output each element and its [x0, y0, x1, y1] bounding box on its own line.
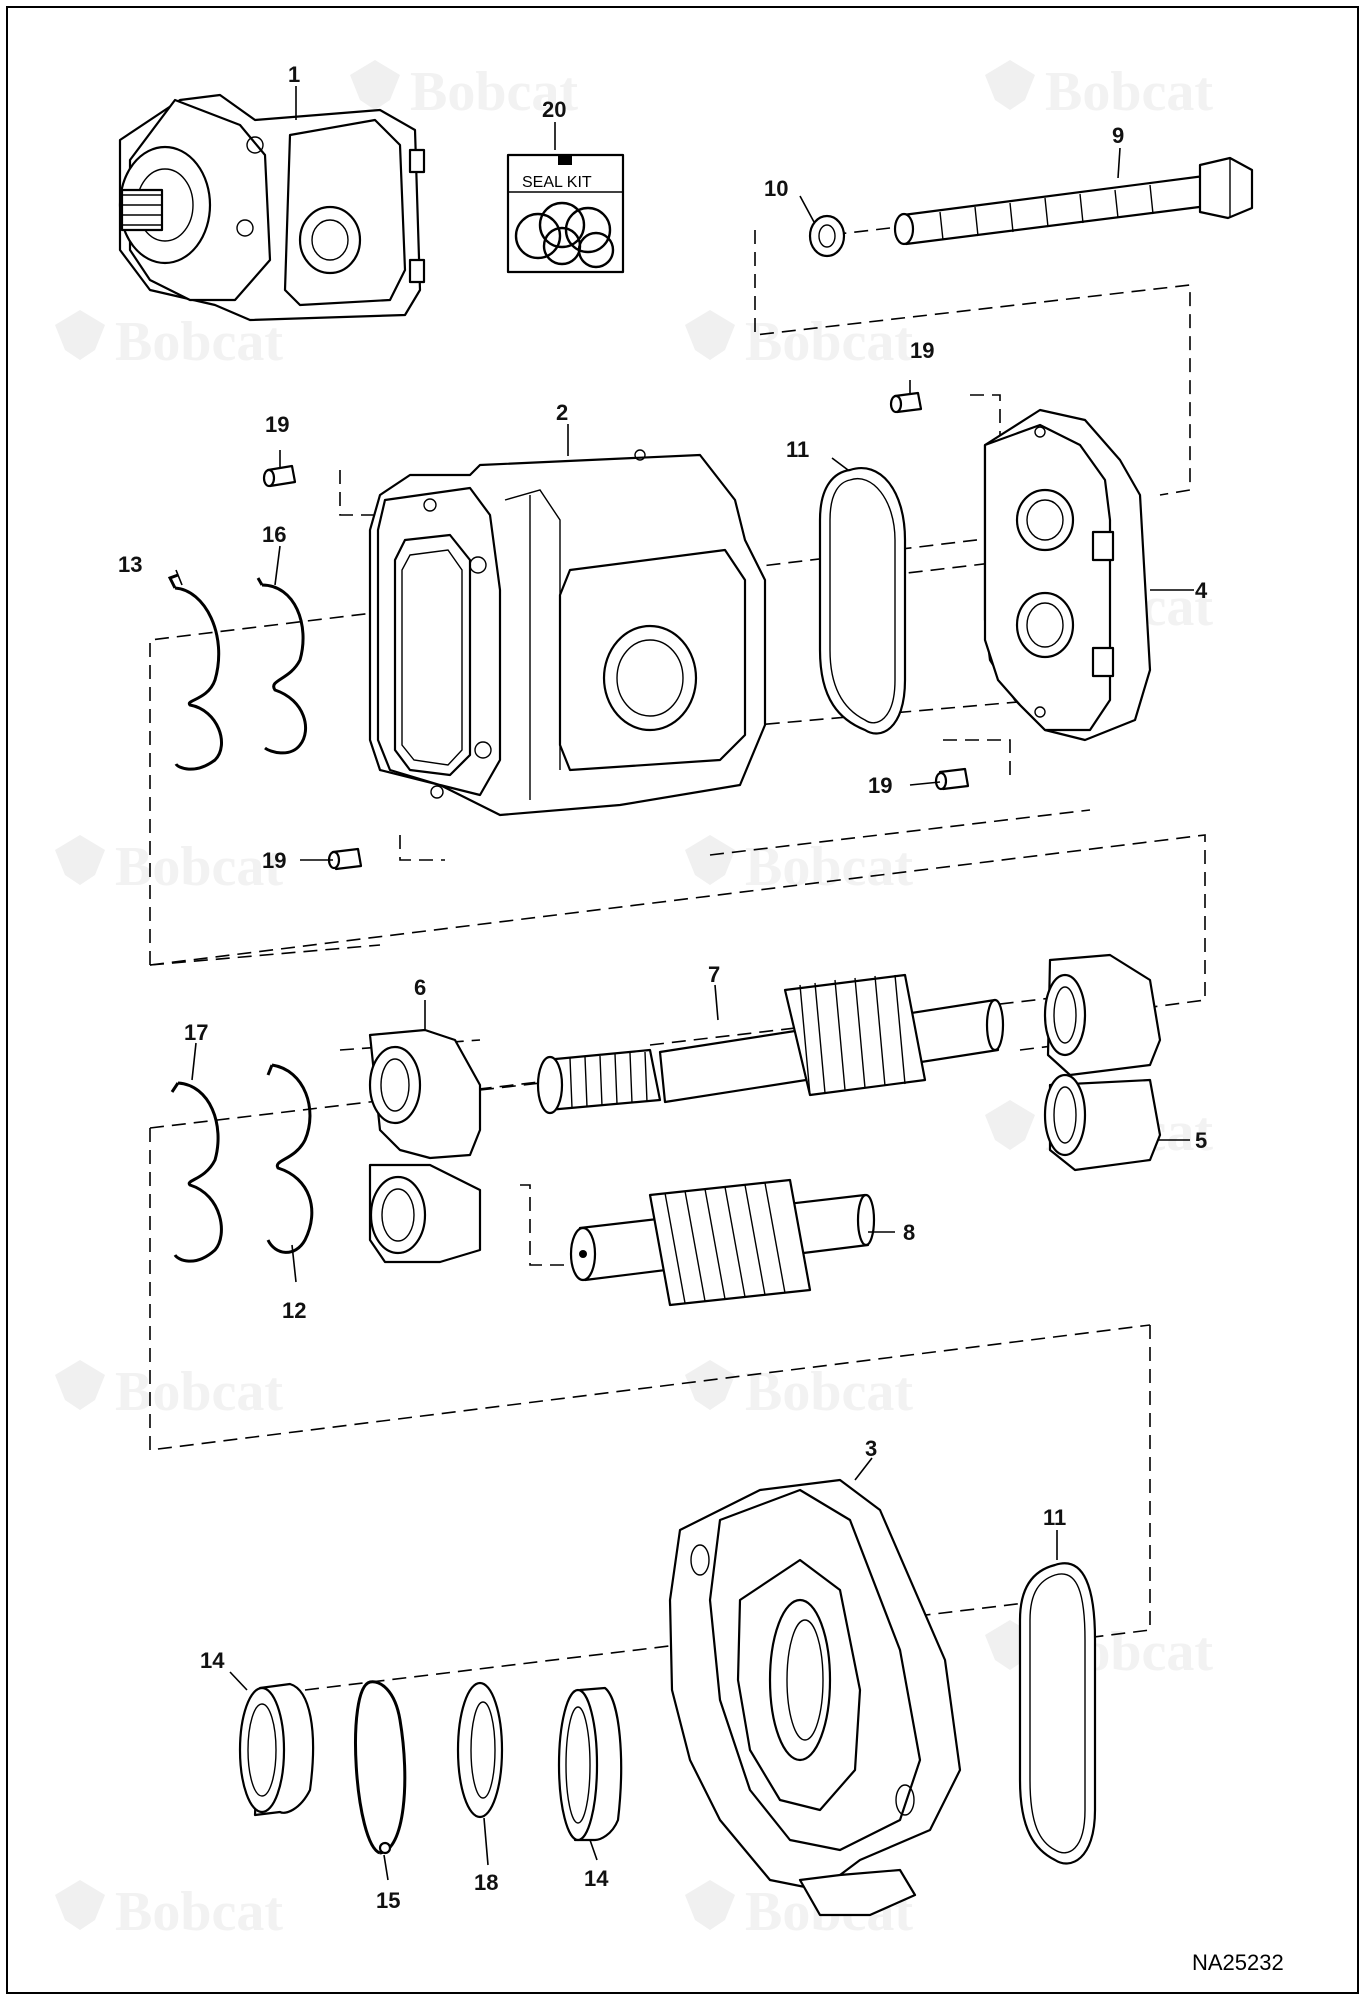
bobcat-watermark: Bobcat	[55, 835, 283, 898]
part-3-mounting-flange	[668, 1478, 962, 1917]
callout-6: 6	[414, 975, 426, 1000]
callout-12: 12	[282, 1298, 306, 1323]
seal-kit-label: SEAL KIT	[522, 174, 592, 191]
part-19-dowel-pin	[327, 847, 363, 871]
callout-19-upper-left: 19	[265, 412, 289, 437]
watermark-text: Bobcat	[410, 61, 578, 123]
bobcat-watermark: Bobcat	[55, 310, 283, 373]
part-1-gear-pump-assembly	[118, 93, 426, 322]
part-19-dowel-pin	[934, 767, 970, 791]
part-7-drive-gear-shaft	[536, 973, 1005, 1115]
part-19-dowel-pin	[262, 464, 297, 488]
callout-13: 13	[118, 552, 142, 577]
callout-2: 2	[556, 400, 568, 425]
part-11-seal-ring-lower	[1018, 1562, 1097, 1865]
callout-17: 17	[184, 1020, 208, 1045]
part-15-snap-ring	[354, 1680, 407, 1855]
part-8-idler-gear-shaft	[569, 1178, 876, 1307]
watermark-text: Bobcat	[745, 1361, 913, 1423]
callout-3: 3	[865, 1436, 877, 1461]
callout-8: 8	[903, 1220, 915, 1245]
callout-4: 4	[1195, 578, 1208, 603]
bobcat-watermark: Bobcat	[985, 60, 1213, 123]
part-10-washer	[808, 214, 846, 258]
part-17-wire-clip	[170, 1081, 223, 1263]
callout-1: 1	[288, 62, 300, 87]
watermark-text: Bobcat	[1045, 61, 1213, 123]
part-20-seal-kit: SEAL KIT	[506, 153, 625, 274]
callout-5: 5	[1195, 1128, 1207, 1153]
watermark-text: Bobcat	[745, 311, 913, 373]
watermark-text: Bobcat	[115, 1881, 283, 1943]
part-6-bearing-block	[368, 1028, 482, 1264]
bobcat-watermark: Bobcat	[350, 60, 578, 123]
part-2-gear-housing	[368, 449, 767, 817]
watermark-text: Bobcat	[115, 836, 283, 898]
watermark-text: Bobcat	[115, 311, 283, 373]
bobcat-watermark: Bobcat	[55, 1360, 283, 1423]
bobcat-watermark: Bobcat	[685, 310, 913, 373]
leader-lines	[175, 86, 1194, 1881]
callout-7: 7	[708, 962, 720, 987]
callout-14-left: 14	[200, 1648, 225, 1673]
part-19-dowel-pin	[889, 391, 923, 414]
callout-19-upper-right: 19	[910, 338, 934, 363]
callout-11-lower: 11	[1043, 1505, 1066, 1530]
callout-10: 10	[764, 176, 788, 201]
callout-9: 9	[1112, 123, 1124, 148]
part-18-washer	[456, 1681, 504, 1819]
callout-16: 16	[262, 522, 286, 547]
part-11-seal-ring-upper	[818, 467, 907, 735]
part-13-wire-clip	[167, 573, 223, 771]
bobcat-watermark: Bobcat	[55, 1880, 283, 1943]
callout-19-lower-right: 19	[868, 773, 892, 798]
watermark-text: Bobcat	[115, 1361, 283, 1423]
page-border	[6, 6, 1359, 1994]
part-4-end-plate	[983, 408, 1152, 742]
callout-labels: 1 20 9 10 19 19 2 11 16 13 4 19 19 6 7 1…	[118, 62, 1208, 1913]
part-14-shaft-seal-left	[238, 1682, 315, 1817]
part-12-wire-clip	[266, 1063, 314, 1254]
part-16-wire-clip	[256, 577, 308, 755]
callout-11-upper: 11	[786, 437, 809, 462]
callout-15: 15	[376, 1888, 400, 1913]
callout-20: 20	[542, 97, 566, 122]
drawing-reference: NA25232	[1192, 1950, 1284, 1975]
part-5-bearing-block	[1043, 953, 1162, 1172]
bobcat-watermark: Bobcat	[685, 835, 913, 898]
callout-14-right: 14	[584, 1866, 609, 1891]
part-9-bolt	[893, 156, 1254, 246]
callout-18: 18	[474, 1870, 498, 1895]
callout-19-lower-left: 19	[262, 848, 286, 873]
part-14-bushing-right	[557, 1686, 623, 1842]
